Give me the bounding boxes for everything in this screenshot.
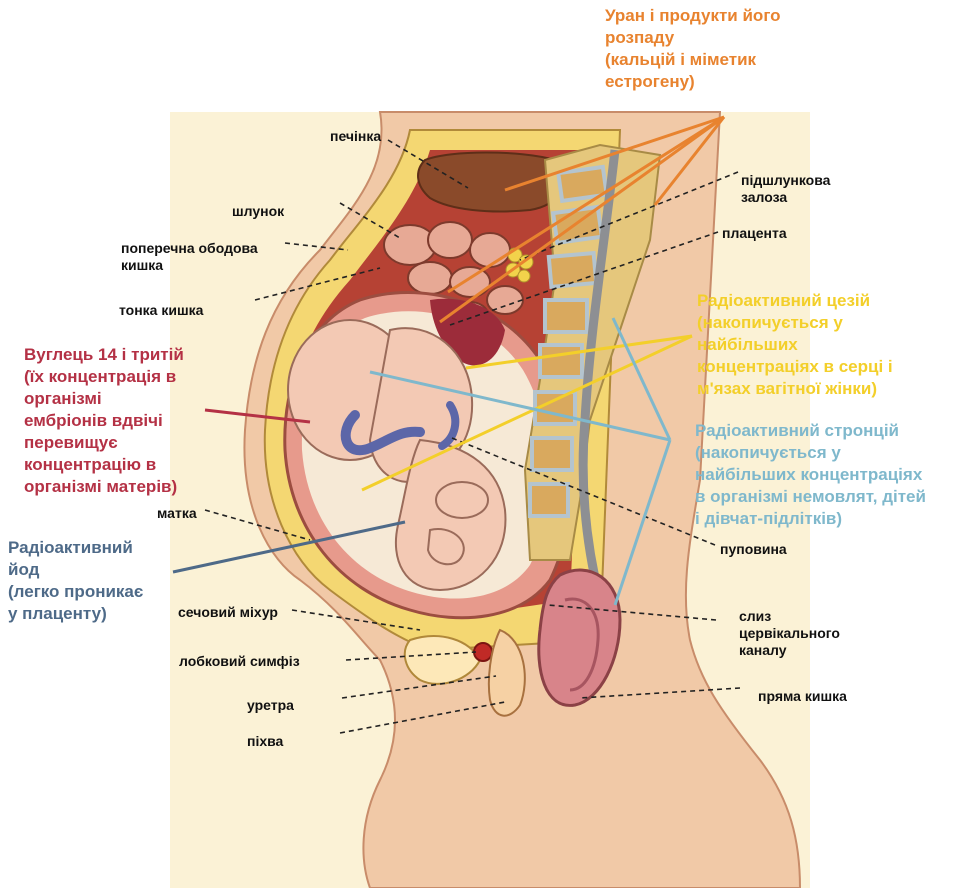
label-urethra: уретра (247, 697, 294, 714)
callout-strontium: Радіоактивний стронцій (накопичується у … (695, 420, 926, 530)
label-small-intestine: тонка кишка (119, 302, 203, 319)
callout-carbon-tritium: Вуглець 14 і тритій (їх концентрація в о… (24, 344, 184, 498)
label-vagina: піхва (247, 733, 283, 750)
label-transverse-colon: поперечна ободова кишка (121, 240, 258, 274)
pubic-symphysis (474, 643, 492, 661)
label-rectum: пряма кишка (758, 688, 847, 705)
callout-cesium: Радіоактивний цезій (накопичується у най… (697, 290, 893, 400)
label-umbilical-cord: пуповина (720, 541, 787, 558)
label-pubic-symphysis: лобковий симфіз (179, 653, 300, 670)
label-bladder: сечовий міхур (178, 604, 278, 621)
label-pancreas: підшлункова залоза (741, 172, 830, 206)
label-liver: печінка (330, 128, 381, 145)
callout-iodine: Радіоактивний йод (легко проникає у плац… (8, 537, 143, 625)
label-stomach: шлунок (232, 203, 284, 220)
liver (418, 153, 562, 212)
callout-uranium: Уран і продукти його розпаду (кальцій і … (605, 5, 781, 93)
label-cervical-mucus: слиз цервікального каналу (739, 608, 840, 659)
label-placenta: плацента (722, 225, 787, 242)
label-uterus: матка (157, 505, 197, 522)
